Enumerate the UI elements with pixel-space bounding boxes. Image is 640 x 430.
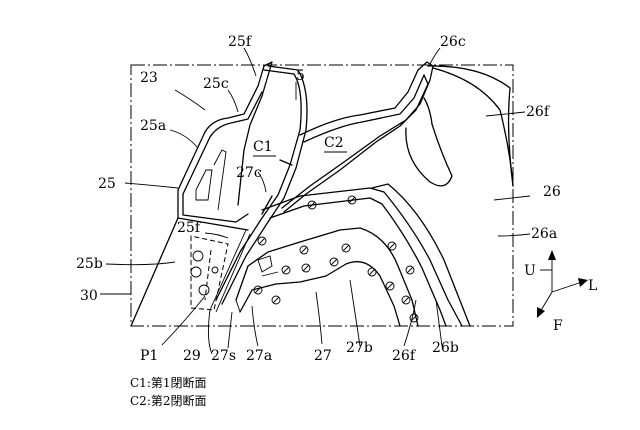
label-27s: 27s [211, 348, 236, 364]
leader-lines [100, 47, 531, 355]
fastener [341, 243, 351, 253]
member-5 [209, 65, 308, 313]
reinforcement-29 [190, 235, 229, 311]
axis-label-u: U [524, 263, 536, 279]
fastener [387, 241, 397, 251]
fastener [385, 281, 395, 291]
fastener [401, 295, 411, 305]
fastener [281, 265, 291, 275]
axis-label-f: F [553, 318, 563, 334]
fastener [409, 313, 419, 323]
bolt-holes [190, 250, 219, 296]
fastener [253, 285, 263, 295]
fastener [329, 257, 339, 267]
label-5: 5 [296, 68, 305, 84]
label-26a: 26a [531, 226, 557, 242]
label-26f-right: 26f [526, 104, 551, 120]
fastener [257, 236, 267, 246]
fastener [405, 265, 415, 275]
axis-label-l: L [588, 278, 597, 294]
label-27: 27 [314, 348, 332, 364]
bracket-27 [235, 227, 419, 327]
label-25a: 25a [140, 118, 166, 134]
legend-c2: C2:第2閉断面 [130, 394, 207, 408]
label-27b: 27b [346, 340, 373, 356]
fastener [347, 195, 357, 205]
label-30: 30 [80, 288, 98, 304]
structure-26 [261, 61, 514, 327]
fastener [301, 263, 311, 273]
label-27a: 27a [246, 348, 272, 364]
view-frame [130, 64, 514, 327]
label-26b: 26b [432, 340, 459, 356]
fastener [367, 267, 377, 277]
label-25: 25 [98, 176, 116, 192]
label-25f-top: 25f [228, 34, 253, 50]
label-29: 29 [183, 348, 201, 364]
pillar-25 [130, 61, 273, 327]
fastener [307, 200, 317, 210]
fastener [299, 245, 309, 255]
label-c1: C1 [253, 139, 273, 155]
label-26f-bottom: 26f [392, 348, 417, 364]
label-25f-mid: 25f [177, 220, 202, 236]
label-p1: P1 [140, 348, 158, 364]
label-25c: 25c [203, 76, 229, 92]
label-26: 26 [543, 184, 561, 200]
fasteners [253, 195, 419, 323]
label-25b: 25b [76, 256, 103, 272]
label-27c: 27c [236, 165, 262, 181]
legend-c1: C1:第1閉断面 [130, 376, 207, 390]
label-23: 23 [140, 70, 158, 86]
label-26c: 26c [440, 34, 466, 50]
fastener [271, 295, 281, 305]
orientation-axes: U L F [524, 250, 597, 334]
label-c2: C2 [324, 135, 344, 151]
